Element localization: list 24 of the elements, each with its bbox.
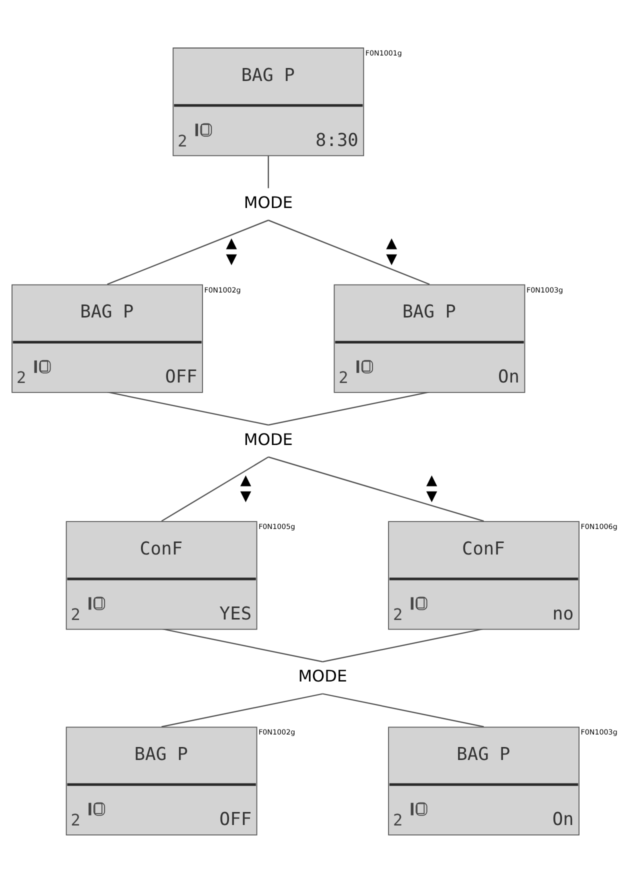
- edge-label: ▲ ▼: [386, 236, 398, 268]
- edge-label: ▲ ▼: [240, 472, 252, 504]
- node-label: F0N1002g: [258, 728, 296, 737]
- edge-label: ▲ ▼: [226, 236, 237, 268]
- node-label: F0N1001g: [365, 48, 402, 58]
- node-label: F0N1003g: [526, 285, 564, 294]
- node-label: F0N1006g: [580, 522, 618, 532]
- node-label: F0N1002g: [204, 285, 241, 294]
- connector: [268, 155, 269, 188]
- connector: [161, 456, 269, 522]
- node-text: MODE: [298, 666, 348, 686]
- connector: [161, 693, 323, 728]
- node-label: F0N1003g: [580, 728, 618, 737]
- node-label: F0N1005g: [258, 522, 296, 532]
- connector: [107, 391, 268, 426]
- connector: [322, 693, 484, 728]
- connector: [107, 220, 269, 285]
- connector: [268, 456, 484, 522]
- connector: [268, 220, 430, 285]
- node-text: MODE: [244, 193, 293, 212]
- connector: [161, 628, 323, 662]
- edge-label: ▲ ▼: [426, 472, 438, 504]
- connector: [322, 628, 484, 662]
- node-text: MODE: [244, 430, 293, 449]
